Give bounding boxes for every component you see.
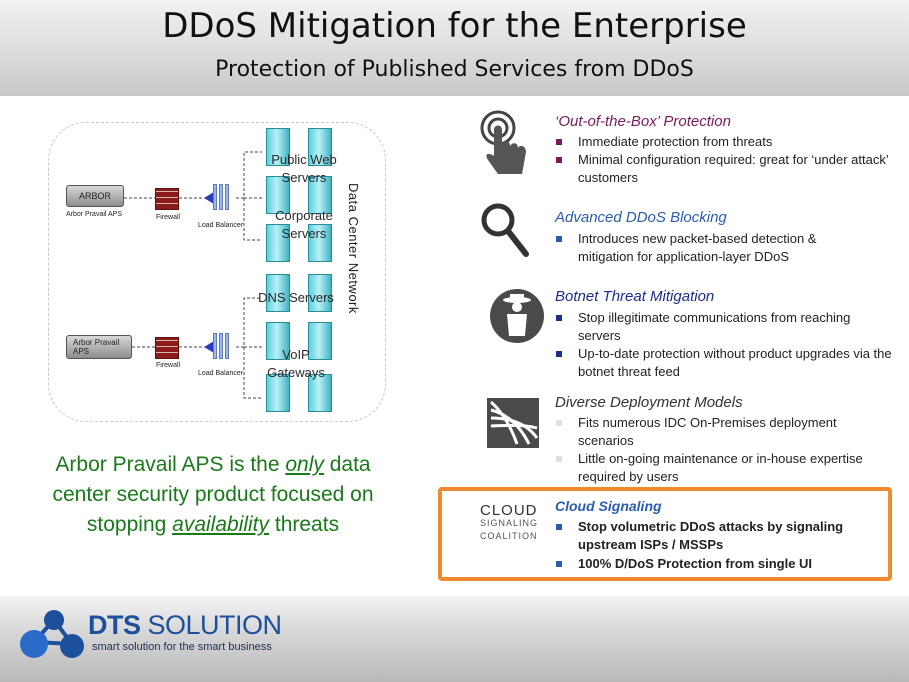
dts-molecule-logo-icon (20, 610, 84, 658)
touch-hand-icon (480, 110, 526, 174)
server-group-label: DNS Servers (258, 290, 334, 305)
cloud-signaling-highlight (438, 487, 892, 581)
load-balancer-label: Load Balancer (198, 222, 244, 229)
aps-label-top: Arbor Pravail APS (66, 211, 123, 218)
feature-title-botnet: Botnet Threat Mitigation (555, 288, 715, 305)
dts-brand-logo: DTS SOLUTION (88, 610, 282, 640)
network-diagram (48, 122, 386, 422)
page-subtitle: Protection of Published Services from DD… (215, 57, 694, 82)
header-band (0, 0, 909, 96)
feature-bullet: Stop illegitimate communications from re… (556, 309, 883, 345)
server-icon (308, 176, 332, 214)
firewall-label: Firewall (156, 362, 181, 369)
feature-title-out-of-box: ‘Out-of-the-Box’ Protection (555, 113, 731, 130)
feature-bullet: Immediate protection from threats (556, 133, 888, 151)
feature-title-cloud-signaling: Cloud Signaling (555, 498, 662, 514)
server-icon (266, 128, 290, 166)
feature-bullet: Up-to-date protection without product up… (556, 345, 893, 381)
server-icon (266, 176, 290, 214)
server-icon (308, 128, 332, 166)
load-balancer-icon (213, 184, 235, 210)
server-group-label: Corporate Servers (275, 208, 333, 241)
feature-title-advanced-blocking: Advanced DDoS Blocking (555, 209, 727, 226)
magnifier-icon (481, 203, 529, 257)
firewall-icon (155, 188, 179, 210)
page-title: DDoS Mitigation for the Enterprise (162, 6, 747, 46)
server-group-label: VoIP Gateways (267, 347, 325, 380)
server-icon (308, 322, 332, 360)
product-tagline: Arbor Pravail APS is the only data cente… (52, 453, 374, 536)
server-group-label: Public Web Servers (271, 152, 337, 185)
server-icon (308, 224, 332, 262)
feature-bullet: Fits numerous IDC On-Premises deployment… (556, 414, 868, 450)
arbor-aps-device-top: ARBOR (66, 185, 124, 207)
arbor-aps-device-bottom: Arbor Pravail APS (66, 335, 132, 359)
feature-bullet: Introduces new packet-based detection & … (556, 230, 868, 266)
spy-icon (490, 289, 544, 343)
firewall-icon (155, 337, 179, 359)
load-balancer-label: Load Balancer (198, 370, 244, 377)
server-icon (266, 374, 290, 412)
aps-brand-label: ARBOR (78, 191, 111, 201)
footer-band (0, 596, 909, 682)
deployment-icon (487, 398, 539, 448)
firewall-label: Firewall (156, 214, 181, 221)
cloud-signaling-logo: CLOUD SIGNALING COALITION (480, 502, 539, 541)
feature-title-deployment: Diverse Deployment Models (555, 394, 743, 411)
server-icon (308, 274, 332, 312)
feature-bullet: Little on-going maintenance or in-house … (556, 450, 893, 486)
server-icon (308, 374, 332, 412)
server-icon (266, 224, 290, 262)
aps-label-bottom: Arbor Pravail APS (73, 338, 120, 356)
network-label: Data Center Network (346, 183, 361, 314)
server-icon (266, 274, 290, 312)
dts-tagline: smart solution for the smart business (92, 641, 272, 653)
load-balancer-icon (213, 333, 235, 359)
feature-bullet: Stop volumetric DDoS attacks by signalin… (556, 518, 878, 554)
feature-bullet: 100% D/DoS Protection from single UI (556, 555, 878, 573)
feature-bullet: Minimal configuration required: great fo… (556, 151, 898, 187)
server-icon (266, 322, 290, 360)
